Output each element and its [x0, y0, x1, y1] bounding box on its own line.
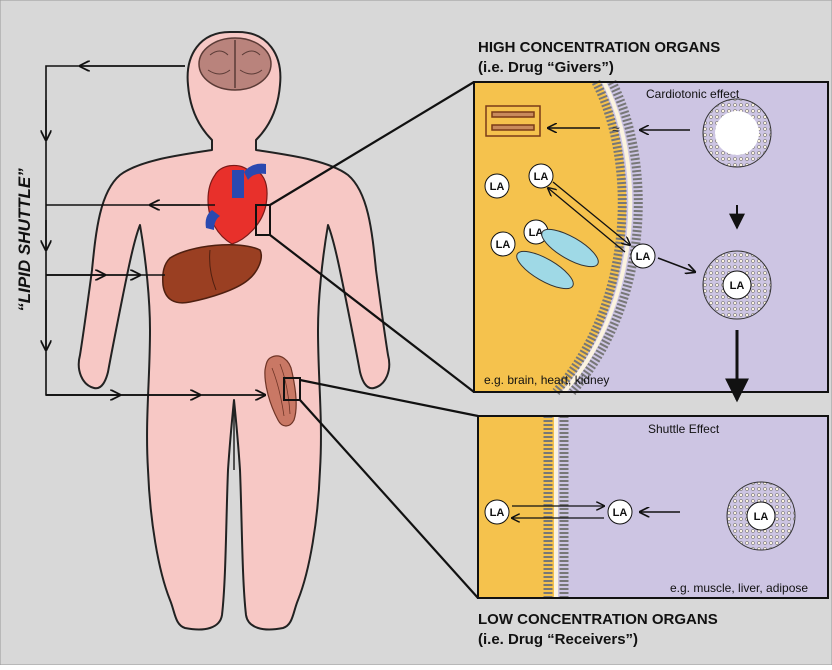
brain-icon	[199, 38, 271, 90]
low-effect-label: Shuttle Effect	[648, 422, 720, 436]
high-examples: e.g. brain, heart, kidney	[484, 373, 609, 387]
lipid-shuttle-label: “LIPID SHUTTLE”	[15, 168, 34, 312]
svg-text:LA: LA	[529, 227, 544, 239]
high-title: HIGH CONCENTRATION ORGANS	[478, 39, 720, 56]
svg-text:LA: LA	[496, 239, 511, 251]
micelle-loaded-low: LA	[727, 482, 795, 550]
svg-text:LA: LA	[730, 280, 745, 292]
svg-text:LA: LA	[534, 171, 549, 183]
svg-text:LA: LA	[636, 251, 651, 263]
micelle-loaded: LA	[703, 251, 771, 319]
high-subtitle: (i.e. Drug “Givers”)	[478, 59, 614, 76]
low-examples: e.g. muscle, liver, adipose	[670, 581, 808, 595]
low-subtitle: (i.e. Drug “Receivers”)	[478, 631, 638, 648]
micelle-empty	[703, 99, 771, 167]
svg-text:LA: LA	[490, 181, 505, 193]
low-title: LOW CONCENTRATION ORGANS	[478, 611, 718, 628]
lipid-fragment-icon: ≈	[612, 121, 620, 137]
svg-text:LA: LA	[490, 507, 505, 519]
svg-text:LA: LA	[613, 507, 628, 519]
svg-text:LA: LA	[754, 511, 769, 523]
high-effect-label: Cardiotonic effect	[646, 87, 740, 101]
